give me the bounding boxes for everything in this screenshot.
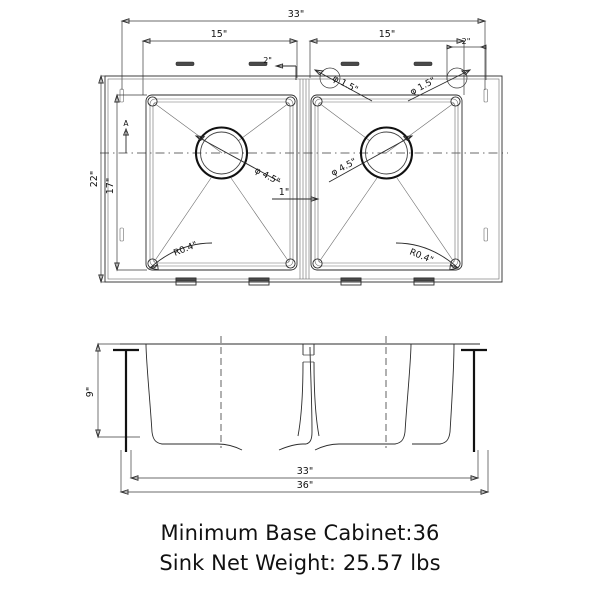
dim-overall-depth-label: 22" [89, 171, 100, 187]
left-bowl-opening [145, 94, 298, 271]
right-drain-outer [359, 126, 414, 180]
section-extension-ticks [113, 348, 487, 452]
left-drain-inner [200, 131, 243, 175]
section-marker-a: A [122, 119, 129, 153]
right-bowl-slope-lines [318, 102, 455, 263]
faucet-hole-left-label: φ 1.5" [331, 74, 360, 96]
section-divider-left-face [297, 361, 304, 437]
section-view-group: 9" 33" [85, 336, 490, 495]
dim-right-bowl-width-label: 15" [379, 29, 395, 40]
left-bowl-group: φ 4.5" R0.4" [119, 61, 298, 286]
deck-clip-right-1 [483, 88, 488, 103]
deck-clip-right-2 [483, 227, 488, 242]
dim-bowl-depth-label: 17" [105, 178, 116, 194]
left-corner-radius-label: R0.4" [172, 240, 199, 259]
section-left-bowl-inner-profile [278, 346, 313, 451]
left-bowl-wall [152, 101, 291, 264]
dimension-center-offset-2: 2" [263, 56, 297, 80]
right-bowl-group: φ 4.5" R0.4" [310, 61, 488, 286]
right-bowl-wall [317, 101, 456, 264]
dim-overall-width-label: 33" [288, 9, 304, 20]
left-bowl-corner-tr [285, 96, 296, 107]
right-bowl-corner-tr [450, 96, 461, 107]
left-drain-callout: φ 4.5" [194, 135, 282, 188]
dimension-cabinet-width-36: 36" [119, 450, 490, 495]
right-drain-inner [365, 131, 408, 175]
left-bowl-slope-lines [153, 102, 290, 263]
bowl-divider-group: 1" [272, 79, 320, 279]
deck-clip-bottom-group-right [340, 277, 435, 286]
right-bowl-corner-tl [312, 96, 323, 107]
left-corner-radius-callout: R0.4" [148, 240, 213, 271]
section-divider-right-face [313, 361, 320, 437]
right-drain-label: φ 4.5" [330, 157, 359, 179]
left-drain-outer [194, 126, 249, 180]
center-offset-label: 2" [263, 56, 272, 65]
dimension-overall-depth-22: 22" [89, 74, 106, 284]
dimension-bowl-depth-17: 17" [105, 93, 147, 272]
deck-clip-top-4 [413, 61, 433, 66]
left-bowl-corner-br [285, 258, 296, 269]
dimension-right-offset-2: 2" [446, 37, 487, 80]
left-bowl-opening-inner [149, 98, 294, 267]
right-bowl-corner-bl [312, 258, 323, 269]
deck-clip-top-2 [248, 61, 268, 66]
right-bowl-opening [310, 94, 463, 271]
dim-cabinet-width-label: 36" [297, 480, 313, 491]
dimension-overall-width-33: 33" [120, 9, 487, 90]
faucet-hole-left-group: φ 1.5" [313, 67, 373, 102]
section-marker-label: A [123, 119, 129, 128]
deck-clip-left-2 [119, 227, 124, 242]
right-bowl-opening-inner [314, 98, 459, 267]
deck-clip-top-1 [175, 61, 195, 66]
faucet-hole-right-group: φ 1.5" [407, 67, 472, 102]
sink-deck-outline [104, 75, 503, 283]
section-left-bowl-profile [145, 343, 243, 451]
left-drain-label: φ 4.5" [253, 166, 282, 188]
dimension-left-bowl-width-15: 15" [141, 29, 299, 95]
deck-clip-bottom-1-face [175, 277, 197, 282]
dimension-section-width-33: 33" [129, 450, 480, 481]
deck-clip-top-3 [340, 61, 360, 66]
minimum-base-cabinet-text: Minimum Base Cabinet:36 [160, 521, 440, 545]
dimension-bowl-height-9: 9" [85, 342, 140, 439]
dim-left-bowl-width-label: 15" [211, 29, 227, 40]
deck-clip-bottom-4-face [413, 277, 435, 282]
section-right-bowl-profile [314, 343, 412, 451]
right-offset-label: 2" [462, 37, 471, 46]
top-view-group: 33" 15" 15" [89, 9, 508, 286]
dim-section-width-label: 33" [297, 466, 313, 477]
deck-clip-bottom-2-face [248, 277, 270, 282]
faucet-hole-left [319, 67, 341, 89]
section-right-bowl-inner-profile [412, 343, 455, 445]
left-bowl-corner-tl [147, 96, 158, 107]
section-divider-wall [297, 344, 320, 437]
deck-clip-left-1 [119, 88, 124, 103]
divider-width-label: 1" [279, 187, 289, 198]
dimension-right-bowl-width-15: 15" [308, 29, 466, 95]
deck-clip-bottom-3-face [340, 277, 362, 282]
sink-deck-inner-outline [107, 78, 500, 280]
deck-clip-bottom-group-left [175, 277, 270, 286]
dim-bowl-height-label: 9" [85, 387, 96, 397]
sink-net-weight-text: Sink Net Weight: 25.57 lbs [159, 551, 441, 575]
